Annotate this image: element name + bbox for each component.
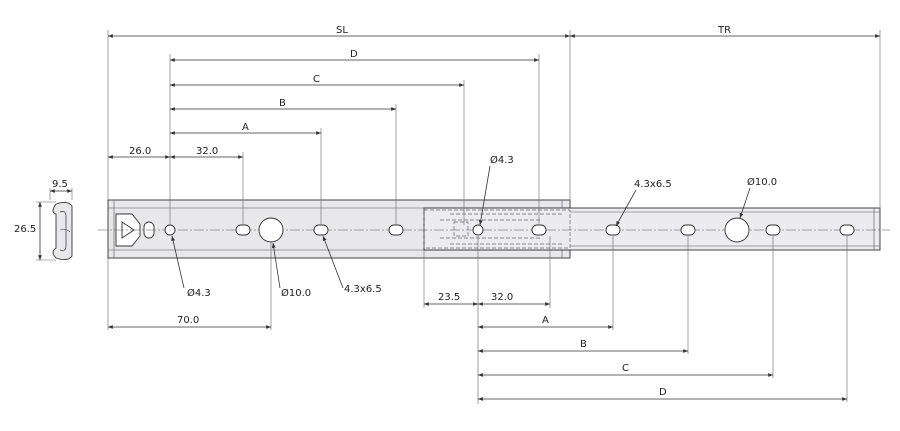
- dim-label-tr: TR: [717, 25, 731, 36]
- dim-label-b-bottom: B: [580, 339, 587, 350]
- slot-4-3x6-5: [388, 224, 404, 236]
- dim-label-c-bottom: C: [622, 363, 629, 374]
- hole-10-0: [258, 217, 284, 243]
- callout-hole-10-bottom: Ø10.0: [281, 287, 311, 299]
- callouts: Ø4.3 4.3x6.5 Ø10.0 Ø4.3 Ø10.0 4.3x6.5: [171, 154, 777, 299]
- dim-label-26-5: 26.5: [14, 224, 36, 235]
- callout-slot-top: 4.3x6.5: [634, 179, 672, 190]
- dim-label-70-0: 70.0: [177, 315, 199, 326]
- slot-4-3x6-5: [765, 224, 781, 236]
- dim-label-32-0: 32.0: [196, 146, 218, 157]
- bottom-dimensions: 23.5 32.0 70.0 A B C D: [108, 292, 847, 401]
- dim-label-23-5: 23.5: [438, 292, 460, 303]
- dim-label-9-5: 9.5: [52, 179, 68, 190]
- dim-label-d: D: [350, 49, 358, 60]
- hole-4-3: [164, 224, 176, 236]
- dim-label-26-0: 26.0: [129, 146, 151, 157]
- slot-4-3x6-5: [680, 224, 696, 236]
- dim-label-sl: SL: [336, 25, 348, 36]
- callout-hole-4-3-top: Ø4.3: [490, 154, 514, 166]
- outer-rail-holes: [164, 217, 547, 243]
- dim-label-c: C: [313, 74, 320, 85]
- top-dimensions: SL TR D C B A 26.0 32.0: [108, 25, 880, 159]
- top-extension-lines: [107, 30, 881, 225]
- slot-4-3x6-5: [605, 224, 621, 236]
- bottom-extension-lines: [107, 236, 848, 404]
- slot-4-3x6-5: [531, 224, 547, 236]
- slot-4-3x6-5: [235, 224, 251, 236]
- callout-hole-4-3-bottom: Ø4.3: [187, 287, 211, 299]
- hole-4-3: [472, 224, 484, 236]
- inner-rail-holes: [472, 217, 855, 243]
- callout-slot-bottom: 4.3x6.5: [344, 284, 382, 295]
- dim-label-a-bottom: A: [542, 315, 549, 326]
- hole-10-0: [724, 217, 750, 243]
- callout-hole-10-top: Ø10.0: [747, 176, 777, 188]
- inner-rail: [423, 207, 881, 251]
- dim-label-d-bottom: D: [659, 387, 667, 398]
- dim-label-a: A: [242, 122, 249, 133]
- slot-4-3x6-5: [839, 224, 855, 236]
- dim-label-32-0-bottom: 32.0: [491, 292, 513, 303]
- profile-cross-section: 9.5 26.5: [14, 179, 73, 261]
- slot-4-3x6-5: [313, 224, 329, 236]
- dim-label-b: B: [279, 98, 286, 109]
